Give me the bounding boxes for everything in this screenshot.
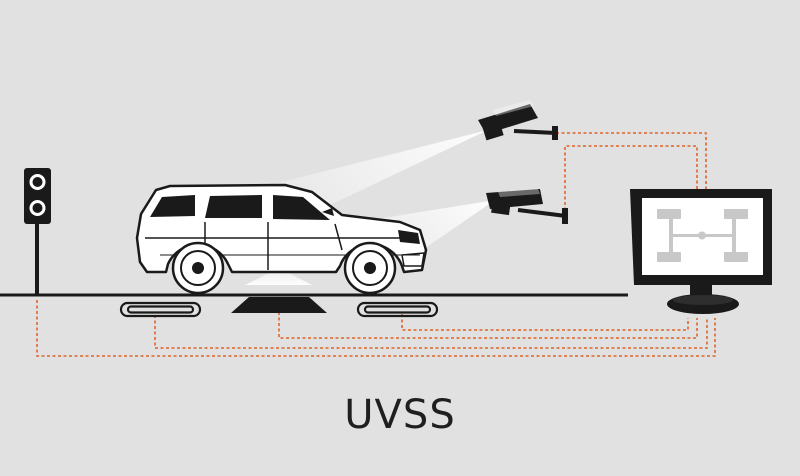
vehicle-icon [135, 183, 428, 295]
wiring [36, 132, 716, 357]
chassis-schematic-icon [657, 209, 748, 262]
scanner-plate-icon [231, 297, 327, 313]
monitor-icon [630, 189, 772, 314]
camera-icon [478, 100, 558, 141]
scanner-beam [245, 268, 312, 285]
camera-icon [486, 189, 568, 224]
sensor-loop-icon [356, 301, 439, 318]
camera-beam-upper [250, 130, 488, 205]
traffic-light-icon [24, 168, 51, 295]
diagram-caption: UVSS [344, 392, 456, 438]
sensor-loop-icon [119, 301, 202, 318]
